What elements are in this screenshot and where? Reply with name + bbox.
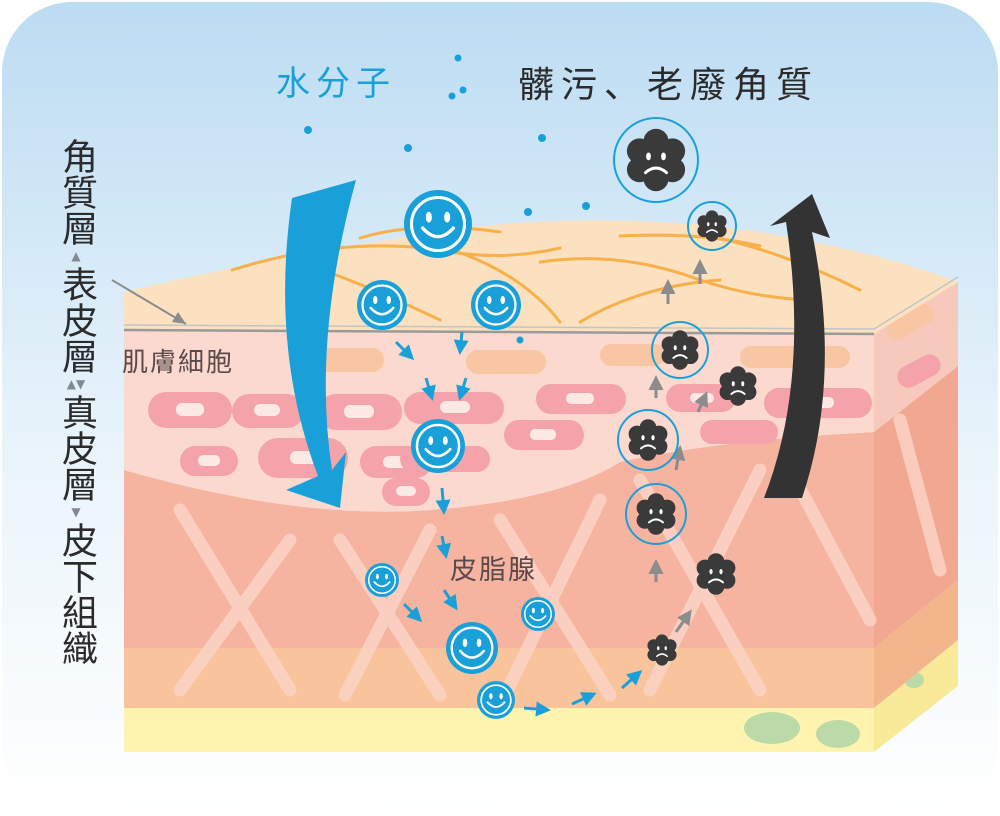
stratum-corneum-layer (124, 220, 958, 334)
lower-dermis-side (874, 580, 958, 708)
cell-pointer-head (172, 312, 186, 324)
water-molecule-label: 水分子 (276, 64, 396, 104)
subcutaneous-layer (124, 708, 874, 752)
skin-layer-legend: 角質層 ▲ 表皮層 ▲▼ 真皮層 ▼ 皮下組織 (44, 138, 108, 666)
fat-blob (744, 712, 800, 744)
dirt-outflow-arrow (764, 194, 830, 498)
smiley-face-icon (365, 563, 399, 597)
layer-epidermis: 表皮層 (56, 266, 97, 374)
smiley-face-icon (446, 622, 498, 674)
stratum-corneum-border (123, 328, 875, 336)
dirt-label: 髒污、老廢角質 (518, 65, 820, 106)
dirt-flow-arrows (648, 259, 708, 633)
cell-pointer-line (111, 279, 187, 325)
subcutaneous-side (874, 640, 958, 752)
lower-dermis (124, 648, 874, 708)
layer-separator: ▲▼ (66, 377, 86, 391)
smiley-face-icon (471, 280, 521, 330)
epidermis-side (874, 282, 958, 432)
water-flow-arrows (394, 331, 643, 717)
water-dots (304, 54, 590, 344)
smiley-face-icon (404, 190, 472, 258)
dermis-layer (124, 432, 874, 648)
layer-separator: ▲ (71, 249, 81, 263)
layer-separator: ▼ (71, 505, 81, 519)
layer-stratum-corneum: 角質層 (56, 138, 97, 246)
muscle-cell-label: 肌膚細胞 (122, 348, 235, 378)
dirt-rings (613, 117, 737, 545)
layer-dermis: 真皮層 (56, 394, 97, 502)
sebaceous-gland-label: 皮脂腺 (450, 555, 537, 586)
water-inflow-arrow (285, 180, 356, 508)
smiley-face-icon (357, 280, 407, 330)
fat-blob (816, 720, 860, 748)
smiley-face-icon (477, 681, 515, 719)
layer-subcutaneous: 皮下組織 (56, 522, 97, 666)
dermis-side (874, 366, 958, 648)
smiley-face-icon (411, 419, 465, 473)
smiley-face-icon (521, 597, 555, 631)
